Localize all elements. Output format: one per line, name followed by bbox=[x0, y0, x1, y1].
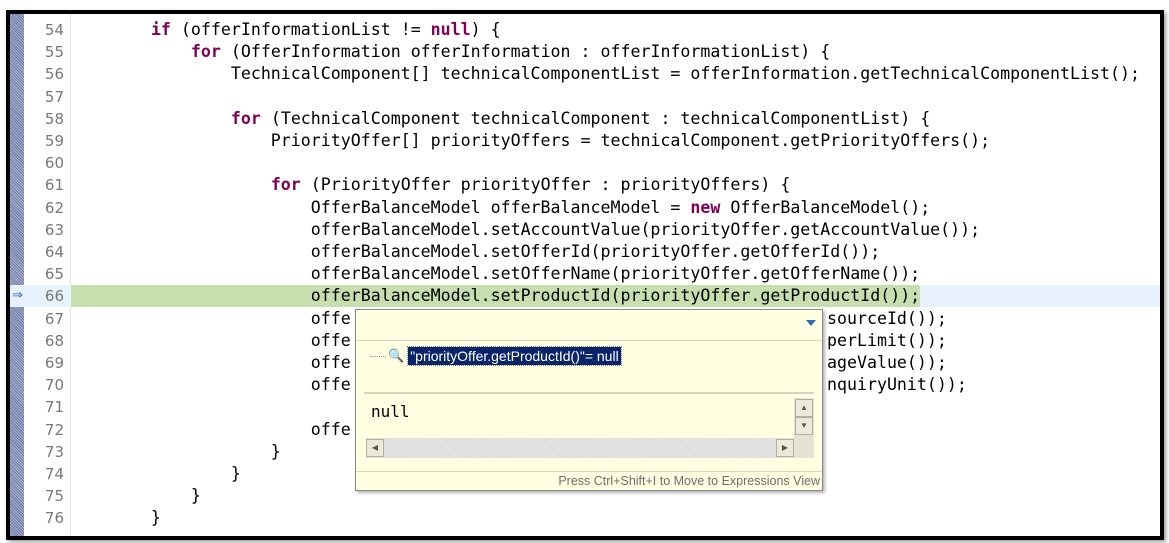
line-number: 66 bbox=[44, 287, 64, 306]
code-text[interactable]: offerBalanceModel.setOfferName(priorityO… bbox=[71, 264, 921, 284]
line-number: 73 bbox=[44, 442, 64, 461]
code-text[interactable]: offe bbox=[71, 353, 351, 372]
code-line[interactable]: 70 offe nquiryUnit()); bbox=[10, 374, 1160, 396]
keyword: if bbox=[150, 20, 171, 39]
line-number: 69 bbox=[44, 354, 64, 372]
popup-divider[interactable] bbox=[364, 392, 814, 394]
code-text[interactable]: for (OfferInformation offerInformation :… bbox=[190, 42, 831, 62]
code-text[interactable]: OfferBalanceModel offerBalanceModel = ne… bbox=[71, 197, 931, 217]
popup-toolbar bbox=[356, 310, 822, 341]
code-line[interactable]: 66 ⇒ offerBalanceModel.setProductId(prior… bbox=[10, 285, 1160, 308]
expression-label[interactable]: "priorityOffer.getProductId()"= null bbox=[407, 346, 622, 366]
line-number: 56 bbox=[44, 65, 64, 84]
code-editor[interactable]: 54 if (offerInformationList != null) {55… bbox=[6, 10, 1164, 540]
code-text[interactable]: } bbox=[71, 508, 161, 528]
horizontal-scrollbar[interactable]: ◀ ▶ bbox=[366, 438, 794, 458]
scroll-down-icon[interactable]: ▼ bbox=[795, 417, 813, 435]
code-line[interactable]: 55 for (OfferInformation offerInformatio… bbox=[10, 41, 1160, 63]
expression-tree-item[interactable]: 🔍 "priorityOffer.getProductId()"= null bbox=[370, 345, 622, 367]
code-line[interactable]: 72 offe bbox=[10, 419, 1160, 441]
code-text[interactable]: offerBalanceModel.setProductId(priorityO… bbox=[71, 285, 921, 308]
keyword: for bbox=[190, 42, 221, 62]
code-line[interactable]: 57 bbox=[10, 86, 1160, 108]
code-text[interactable]: sourceId()); bbox=[827, 308, 947, 328]
chevron-down-icon[interactable] bbox=[806, 320, 816, 326]
code-text[interactable]: nquiryUnit()); bbox=[827, 375, 967, 395]
code-text[interactable]: offerBalanceModel.setOfferId(priorityOff… bbox=[71, 242, 881, 261]
line-number: 76 bbox=[44, 509, 64, 528]
code-line[interactable]: 60 bbox=[10, 152, 1160, 174]
code-text[interactable]: offe bbox=[71, 419, 351, 439]
code-line[interactable]: 54 if (offerInformationList != null) { bbox=[10, 19, 1160, 41]
code-text[interactable]: offe bbox=[71, 330, 351, 350]
line-number: 60 bbox=[44, 154, 64, 173]
line-number: 67 bbox=[44, 309, 64, 328]
popup-footer-hint: Press Ctrl+Shift+I to Move to Expression… bbox=[356, 471, 822, 490]
code-line[interactable]: 75 } bbox=[10, 485, 1160, 507]
keyword: for bbox=[270, 175, 301, 195]
code-text[interactable]: if (offerInformationList != null) { bbox=[150, 20, 501, 39]
line-number: 72 bbox=[44, 420, 64, 439]
keyword: new bbox=[690, 197, 721, 217]
code-line[interactable]: 59 PriorityOffer[] priorityOffers = tech… bbox=[10, 130, 1160, 152]
code-line[interactable]: 74 } bbox=[10, 463, 1160, 485]
code-text[interactable]: for (TechnicalComponent technicalCompone… bbox=[230, 108, 931, 128]
debug-current-line-icon: ⇒ bbox=[12, 288, 23, 304]
line-number: 59 bbox=[44, 132, 64, 150]
code-text[interactable]: offe bbox=[71, 375, 351, 395]
code-text[interactable]: offe bbox=[71, 308, 351, 328]
overview-gutter bbox=[10, 14, 24, 536]
code-line[interactable]: 61 for (PriorityOffer priorityOffer : pr… bbox=[10, 174, 1160, 196]
expression-inspect-popup[interactable]: 🔍 "priorityOffer.getProductId()"= null n… bbox=[355, 309, 823, 491]
keyword: for bbox=[230, 108, 261, 128]
vertical-scrollbar[interactable]: ▲ ▼ bbox=[794, 398, 814, 458]
value-text-area[interactable]: null ▲ ▼ ◀ ▶ bbox=[366, 398, 814, 458]
line-number: 54 bbox=[44, 21, 64, 39]
keyword: null bbox=[430, 20, 471, 39]
code-line[interactable]: 65 offerBalanceModel.setOfferName(priori… bbox=[10, 263, 1160, 285]
line-number: 61 bbox=[44, 176, 64, 195]
code-line[interactable]: 56 TechnicalComponent[] technicalCompone… bbox=[10, 63, 1160, 85]
line-number: 65 bbox=[44, 265, 64, 284]
line-number: 71 bbox=[44, 398, 64, 417]
code-text[interactable]: perLimit()); bbox=[827, 330, 947, 350]
line-number: 62 bbox=[44, 198, 64, 217]
code-line[interactable]: 58 for (TechnicalComponent technicalComp… bbox=[10, 108, 1160, 130]
code-line[interactable]: 76 } bbox=[10, 507, 1160, 529]
line-number: 74 bbox=[44, 465, 64, 483]
tree-connector bbox=[370, 355, 386, 357]
code-line[interactable]: 64 offerBalanceModel.setOfferId(priority… bbox=[10, 241, 1160, 263]
value-text: null bbox=[371, 402, 410, 421]
code-text[interactable]: PriorityOffer[] priorityOffers = technic… bbox=[71, 131, 991, 150]
code-text[interactable]: } bbox=[71, 486, 201, 506]
code-line[interactable]: 69 offe ageValue()); bbox=[10, 352, 1160, 374]
code-line[interactable]: 71 bbox=[10, 396, 1160, 418]
code-line[interactable]: 67 offe sourceId()); bbox=[10, 308, 1160, 330]
line-number-divider bbox=[70, 14, 71, 536]
line-number: 64 bbox=[44, 243, 64, 261]
code-text[interactable]: } bbox=[71, 441, 281, 461]
code-text[interactable]: ageValue()); bbox=[827, 353, 947, 372]
code-text[interactable]: for (PriorityOffer priorityOffer : prior… bbox=[270, 175, 791, 195]
code-line[interactable]: 68 offe perLimit()); bbox=[10, 330, 1160, 352]
code-text[interactable]: } bbox=[71, 464, 241, 483]
code-line[interactable]: 63 offerBalanceModel.setAccountValue(pri… bbox=[10, 219, 1160, 241]
scroll-left-icon[interactable]: ◀ bbox=[366, 439, 384, 457]
code-line[interactable]: 62 OfferBalanceModel offerBalanceModel =… bbox=[10, 197, 1160, 219]
scroll-up-icon[interactable]: ▲ bbox=[795, 399, 813, 417]
magnifier-icon: 🔍 bbox=[388, 348, 405, 363]
line-number: 63 bbox=[44, 220, 64, 239]
code-text[interactable]: TechnicalComponent[] technicalComponentL… bbox=[71, 64, 1140, 84]
code-line[interactable]: 73 } bbox=[10, 441, 1160, 463]
line-number: 75 bbox=[44, 487, 64, 506]
line-number: 68 bbox=[44, 331, 64, 350]
scroll-right-icon[interactable]: ▶ bbox=[776, 439, 794, 457]
line-number: 70 bbox=[44, 376, 64, 395]
line-number: 58 bbox=[44, 109, 64, 128]
line-number: 57 bbox=[44, 87, 64, 106]
code-text[interactable]: offerBalanceModel.setAccountValue(priori… bbox=[71, 219, 981, 239]
line-number: 55 bbox=[44, 43, 64, 62]
